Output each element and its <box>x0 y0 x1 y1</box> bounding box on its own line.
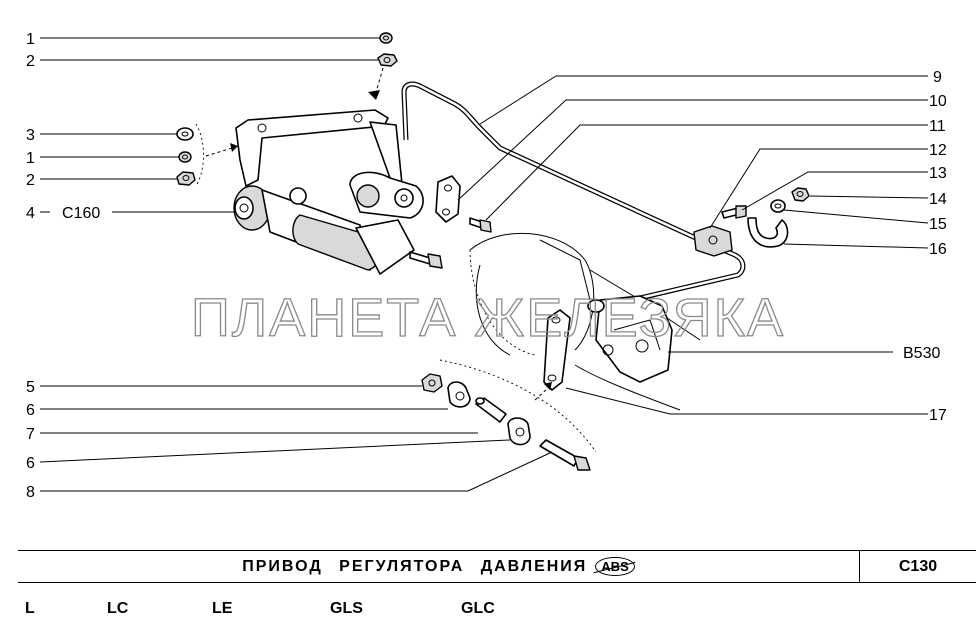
callout-6-upper: 6 <box>26 402 35 419</box>
bolt-8 <box>539 439 591 471</box>
bushing-6-upper <box>447 381 471 408</box>
callout-15: 15 <box>929 216 947 233</box>
parts-diagram: 1 2 3 1 2 4 C160 5 6 7 6 8 9 10 11 12 13… <box>26 31 947 501</box>
callout-3: 3 <box>26 127 35 144</box>
washer-15 <box>770 199 786 213</box>
clamp-16 <box>747 217 789 248</box>
callout-13: 13 <box>929 165 947 182</box>
link-plate-10 <box>435 175 461 223</box>
title-bar: ПРИВОД РЕГУЛЯТОРА ДАВЛЕНИЯ ABS C130 <box>18 550 976 583</box>
group-bracket-left <box>195 123 204 187</box>
callout-17: 17 <box>929 407 947 424</box>
callout-b530: B530 <box>903 345 940 362</box>
callout-10: 10 <box>929 93 947 110</box>
bushing-6-lower <box>507 417 531 446</box>
trim-levels: L LC LE GLS GLC <box>0 600 977 626</box>
bolt-11 <box>469 217 492 233</box>
nut-5 <box>421 373 443 393</box>
nut-14 <box>791 187 810 202</box>
arrow-head-top <box>368 90 380 100</box>
pressure-regulator <box>233 171 443 275</box>
title-cell: ПРИВОД РЕГУЛЯТОРА ДАВЛЕНИЯ ABS <box>18 551 860 582</box>
clamp-block-12 <box>693 225 733 257</box>
trim-l: L <box>25 600 35 617</box>
callout-16: 16 <box>929 241 947 258</box>
abs-crossed-badge: ABS <box>595 557 635 576</box>
washer-3 <box>176 127 194 141</box>
callout-2-top: 2 <box>26 53 35 70</box>
diagram-code: C130 <box>898 557 938 575</box>
nut-1-top <box>379 32 393 44</box>
assembly-arrow-left <box>205 147 233 157</box>
callout-7: 7 <box>26 426 35 443</box>
callout-1-mid: 1 <box>26 150 35 167</box>
sleeve-7 <box>475 397 507 423</box>
group-bracket-lower <box>439 359 597 453</box>
trim-le: LE <box>212 600 233 617</box>
assembly-arrow-lower <box>534 387 549 401</box>
axle-background <box>469 232 701 411</box>
axle-bracket-b530 <box>587 295 673 383</box>
callout-c160: C160 <box>62 205 100 222</box>
callout-9: 9 <box>933 69 942 86</box>
callout-1-top: 1 <box>26 31 35 48</box>
trim-gls: GLS <box>330 600 363 617</box>
callout-14: 14 <box>929 191 947 208</box>
diagram-title: ПРИВОД РЕГУЛЯТОРА ДАВЛЕНИЯ <box>242 557 588 575</box>
trim-glc: GLC <box>461 600 495 617</box>
nut-1-left <box>178 151 192 163</box>
link-rod-17 <box>543 309 571 391</box>
callout-6-lower: 6 <box>26 455 35 472</box>
trim-lc: LC <box>107 600 129 617</box>
callout-4: 4 <box>26 205 35 222</box>
callout-8: 8 <box>26 484 35 501</box>
callout-5: 5 <box>26 379 35 396</box>
watermark: ПЛАНЕТА ЖЕЛЕЗЯКА <box>191 288 785 348</box>
callout-11: 11 <box>929 118 946 135</box>
callout-12: 12 <box>929 142 947 159</box>
brake-pipe <box>401 81 746 308</box>
bolt-13 <box>721 205 747 219</box>
nut-2-top <box>377 53 398 67</box>
nut-2-left <box>176 171 196 186</box>
arrow-head-lower <box>544 382 552 390</box>
leader-lines <box>39 37 929 492</box>
callout-2-mid: 2 <box>26 172 35 189</box>
arrow-head-left <box>230 143 238 152</box>
